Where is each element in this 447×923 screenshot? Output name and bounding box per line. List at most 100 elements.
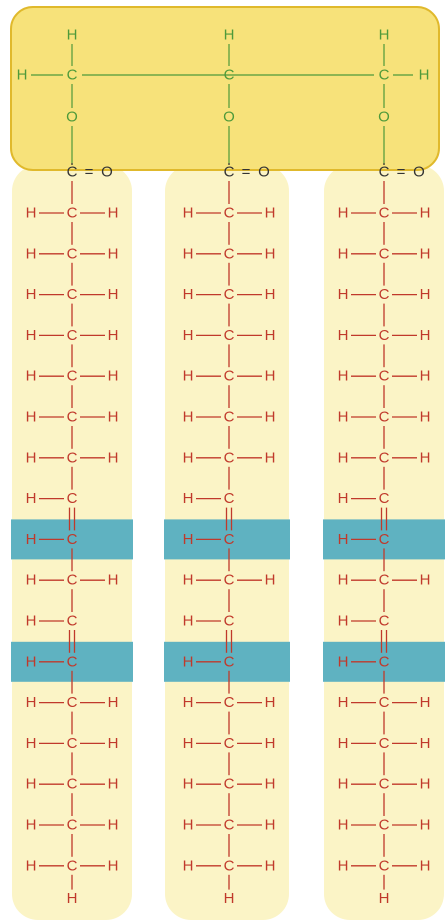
chain-carbon: C	[67, 776, 78, 793]
chain-h-left: H	[183, 857, 194, 874]
chain-carbon: C	[379, 817, 390, 834]
chain-h-left: H	[26, 327, 37, 344]
chain-h-left: H	[26, 490, 37, 507]
chain-carbon: C	[67, 327, 78, 344]
chain-h-left: H	[26, 531, 37, 548]
chain-carbon: C	[67, 490, 78, 507]
chain-h-left: H	[338, 368, 349, 385]
chain-h-right: H	[108, 245, 119, 262]
chain-h-right: H	[265, 327, 276, 344]
chain-h-left: H	[183, 817, 194, 834]
chain-h-left: H	[183, 245, 194, 262]
chain-h-right: H	[108, 327, 119, 344]
chain-h-right: H	[420, 776, 431, 793]
chain-carbon: C	[224, 368, 235, 385]
glycerol-h-3: H	[379, 27, 390, 44]
chain-carbon: C	[379, 613, 390, 630]
glycerol-c-2: C	[224, 67, 235, 84]
chain-h-left: H	[183, 653, 194, 670]
chain-h-right: H	[265, 735, 276, 752]
chain-h-left: H	[183, 613, 194, 630]
chain-h-left: H	[26, 449, 37, 466]
chain-carbon: C	[67, 572, 78, 589]
chain-carbon: C	[224, 694, 235, 711]
chain-h-right: H	[265, 857, 276, 874]
chain-carbon: C	[224, 653, 235, 670]
chain-h-left: H	[183, 531, 194, 548]
chain-h-right: H	[265, 245, 276, 262]
glycerol-end-h: H	[17, 67, 28, 84]
glycerol-backbone	[10, 6, 440, 171]
chain-carbon: C	[224, 245, 235, 262]
chain-h-right: H	[265, 205, 276, 222]
chain-terminal-h: H	[224, 890, 235, 907]
glycerol-h-2: H	[224, 27, 235, 44]
chain-h-left: H	[338, 776, 349, 793]
chain-h-left: H	[338, 735, 349, 752]
glycerol-o-2: O	[223, 109, 235, 126]
chain-h-left: H	[183, 490, 194, 507]
chain-carbon: C	[224, 327, 235, 344]
chain-carbon: C	[379, 205, 390, 222]
chain-carbon: C	[224, 776, 235, 793]
chain-carbon: C	[67, 613, 78, 630]
glycerol-end-h: H	[419, 67, 430, 84]
chain-h-left: H	[26, 245, 37, 262]
chain-carbon: C	[67, 817, 78, 834]
chain-h-left: H	[338, 694, 349, 711]
chain-carbon: C	[67, 409, 78, 426]
chain-carbon: C	[379, 531, 390, 548]
chain-carbon: C	[224, 409, 235, 426]
carbonyl-oxygen: O	[413, 164, 425, 181]
chain-h-right: H	[265, 776, 276, 793]
chain-h-left: H	[183, 449, 194, 466]
chain-h-right: H	[420, 286, 431, 303]
chain-h-right: H	[108, 857, 119, 874]
glycerol-o-3: O	[378, 109, 390, 126]
bonds	[31, 44, 417, 890]
chain-h-left: H	[183, 327, 194, 344]
chain-h-left: H	[26, 205, 37, 222]
chain-carbon: C	[379, 857, 390, 874]
chain-carbon: C	[224, 613, 235, 630]
chain-carbon: C	[224, 449, 235, 466]
chain-carbon: C	[67, 694, 78, 711]
chain-h-left: H	[338, 653, 349, 670]
chain-carbon: C	[379, 286, 390, 303]
carbonyl-oxygen: O	[258, 164, 270, 181]
chain-carbon: C	[379, 572, 390, 589]
chain-h-right: H	[108, 286, 119, 303]
chain-carbon: C	[67, 245, 78, 262]
chain-carbon: C	[67, 735, 78, 752]
chain-carbon: C	[224, 572, 235, 589]
chain-h-left: H	[26, 409, 37, 426]
chain-h-right: H	[420, 327, 431, 344]
chain-h-left: H	[338, 531, 349, 548]
chain-carbon: C	[67, 368, 78, 385]
chain-h-right: H	[265, 817, 276, 834]
chain-h-left: H	[26, 286, 37, 303]
chain-h-right: H	[420, 735, 431, 752]
carbonyl-carbon: C	[224, 164, 235, 181]
chain-h-left: H	[26, 694, 37, 711]
chain-h-left: H	[338, 613, 349, 630]
chain-h-left: H	[338, 490, 349, 507]
chain-h-right: H	[265, 572, 276, 589]
chain-h-left: H	[26, 857, 37, 874]
chain-h-left: H	[183, 735, 194, 752]
chain-h-left: H	[26, 613, 37, 630]
chain-h-right: H	[265, 694, 276, 711]
chain-carbon: C	[379, 776, 390, 793]
chain-carbon: C	[379, 368, 390, 385]
chain-h-right: H	[265, 368, 276, 385]
chain-h-left: H	[183, 286, 194, 303]
carbonyl-carbon: C	[67, 164, 78, 181]
chain-h-right: H	[108, 776, 119, 793]
chain-h-right: H	[108, 409, 119, 426]
chain-carbon: C	[379, 490, 390, 507]
chain-h-right: H	[420, 449, 431, 466]
chain-h-left: H	[183, 776, 194, 793]
chain-h-right: H	[265, 409, 276, 426]
chain-h-right: H	[108, 694, 119, 711]
